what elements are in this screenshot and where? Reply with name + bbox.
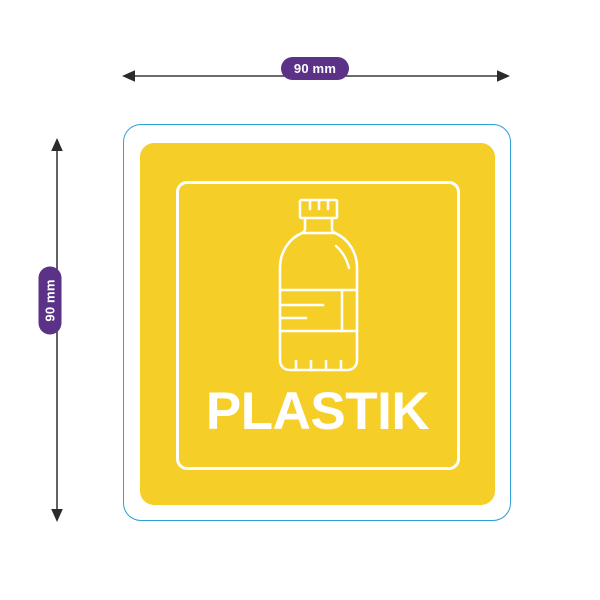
width-dimension-badge: 90 mm [281, 57, 349, 80]
sticker-label-text: PLASTIK [205, 382, 430, 441]
height-dimension-badge: 90 mm [38, 266, 62, 335]
sticker-body: PLASTIK [140, 143, 495, 505]
plastic-bottle-icon [218, 198, 418, 378]
height-dimension-value: 90 mm [42, 279, 58, 322]
width-dimension-value: 90 mm [293, 61, 337, 76]
sticker-inner-frame [176, 181, 460, 470]
